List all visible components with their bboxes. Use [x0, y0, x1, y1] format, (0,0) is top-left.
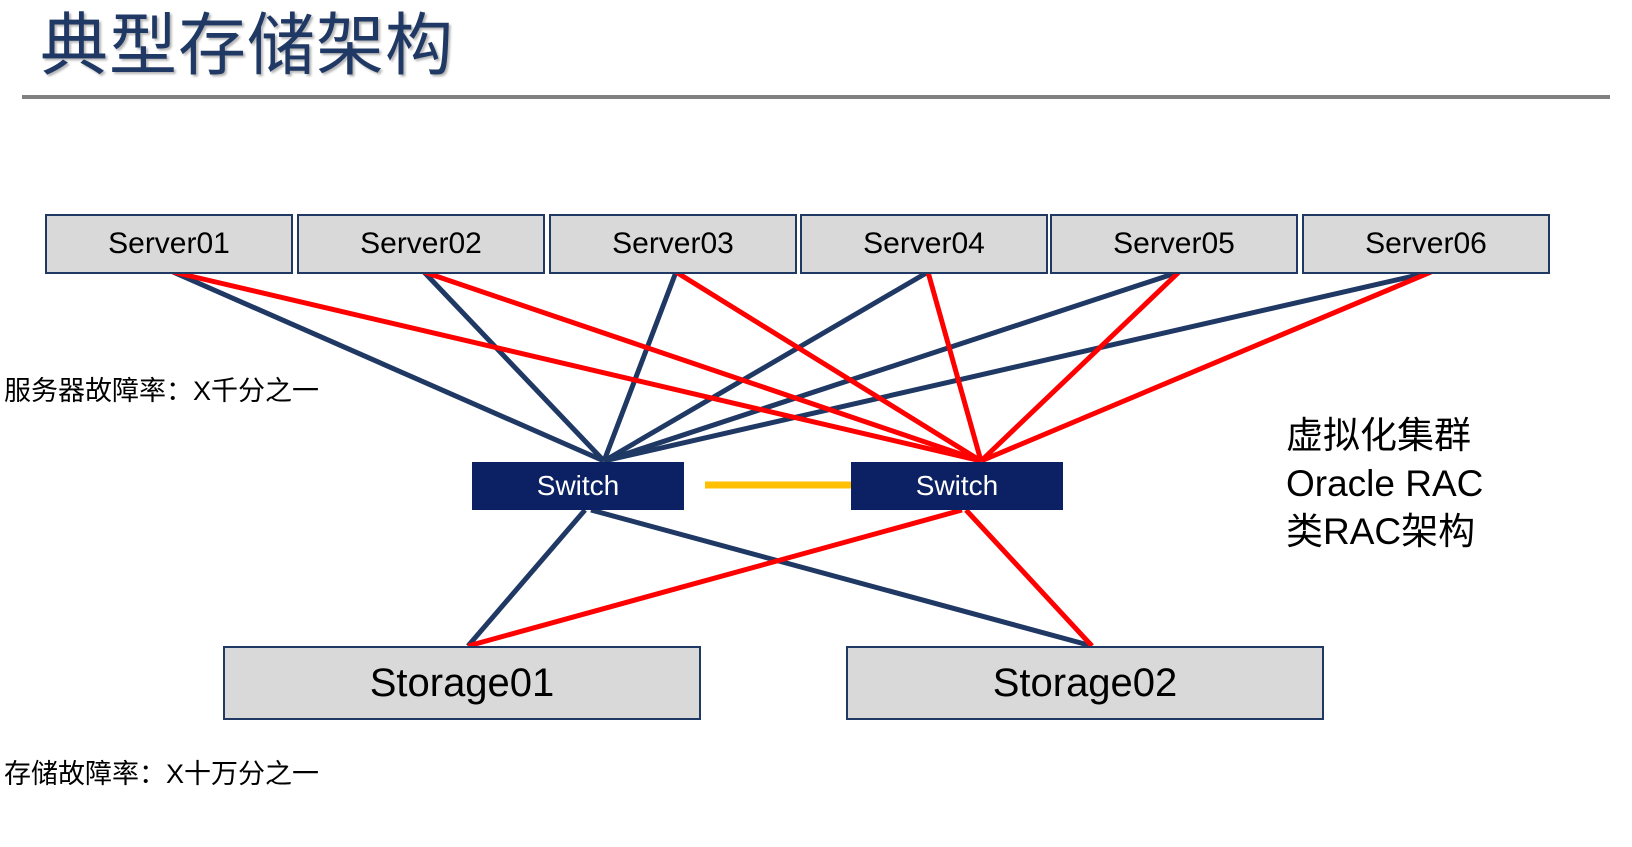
- storage-node-2[interactable]: Storage02: [846, 646, 1324, 720]
- storage-node-1[interactable]: Storage01: [223, 646, 701, 720]
- link-server-to-switch-b: [925, 271, 984, 462]
- link-server-to-switch-a: [602, 269, 930, 464]
- server-node-6[interactable]: Server06: [1302, 214, 1550, 274]
- link-server-to-switch-a: [422, 270, 606, 463]
- server-node-6-label: Server06: [1365, 227, 1487, 260]
- storage-node-2-label: Storage02: [992, 660, 1178, 705]
- link-server-to-switch-b: [172, 269, 982, 464]
- link-server-to-switch-a: [171, 269, 606, 464]
- link-server-to-switch-b: [979, 270, 1181, 463]
- switch-node-2-label: Switch: [915, 470, 999, 501]
- switch-node-2[interactable]: Switch: [851, 462, 1063, 510]
- link-switch-to-storage: [466, 508, 587, 648]
- link-server-to-switch-a: [601, 271, 679, 462]
- server-node-5-label: Server05: [1113, 227, 1235, 260]
- switch-node-1-label: Switch: [536, 470, 620, 501]
- cluster-note-label: 虚拟化集群 Oracle RAC 类RAC架构: [1286, 415, 1484, 552]
- server-node-1[interactable]: Server01: [45, 214, 293, 274]
- server-node-2[interactable]: Server02: [297, 214, 545, 274]
- server-node-3-label: Server03: [612, 227, 734, 260]
- storage-node-1-label: Storage01: [369, 660, 555, 705]
- link-switch-to-storage: [590, 507, 1093, 649]
- storage-failure-rate-label: 存储故障率：X十万分之一: [4, 759, 320, 789]
- link-server-to-switch-a: [603, 269, 1432, 464]
- switch-node-1[interactable]: Switch: [472, 462, 684, 510]
- link-switch-to-storage: [964, 508, 1094, 648]
- page-title: 典型存储架构: [40, 8, 455, 84]
- title-divider: [22, 95, 1610, 99]
- server-node-2-label: Server02: [360, 227, 482, 260]
- link-switch-to-storage: [467, 507, 963, 649]
- link-server-to-switch-a: [603, 269, 1180, 464]
- link-server-to-switch-b: [674, 269, 983, 464]
- server-node-5[interactable]: Server05: [1050, 214, 1298, 274]
- server-node-3[interactable]: Server03: [549, 214, 797, 274]
- server-node-1-label: Server01: [108, 227, 230, 260]
- link-server-to-switch-b: [423, 269, 982, 464]
- server-node-4-label: Server04: [863, 227, 985, 260]
- server-node-4[interactable]: Server04: [800, 214, 1048, 274]
- server-failure-rate-label: 服务器故障率：X千分之一: [4, 376, 320, 406]
- link-server-to-switch-b: [980, 269, 1432, 464]
